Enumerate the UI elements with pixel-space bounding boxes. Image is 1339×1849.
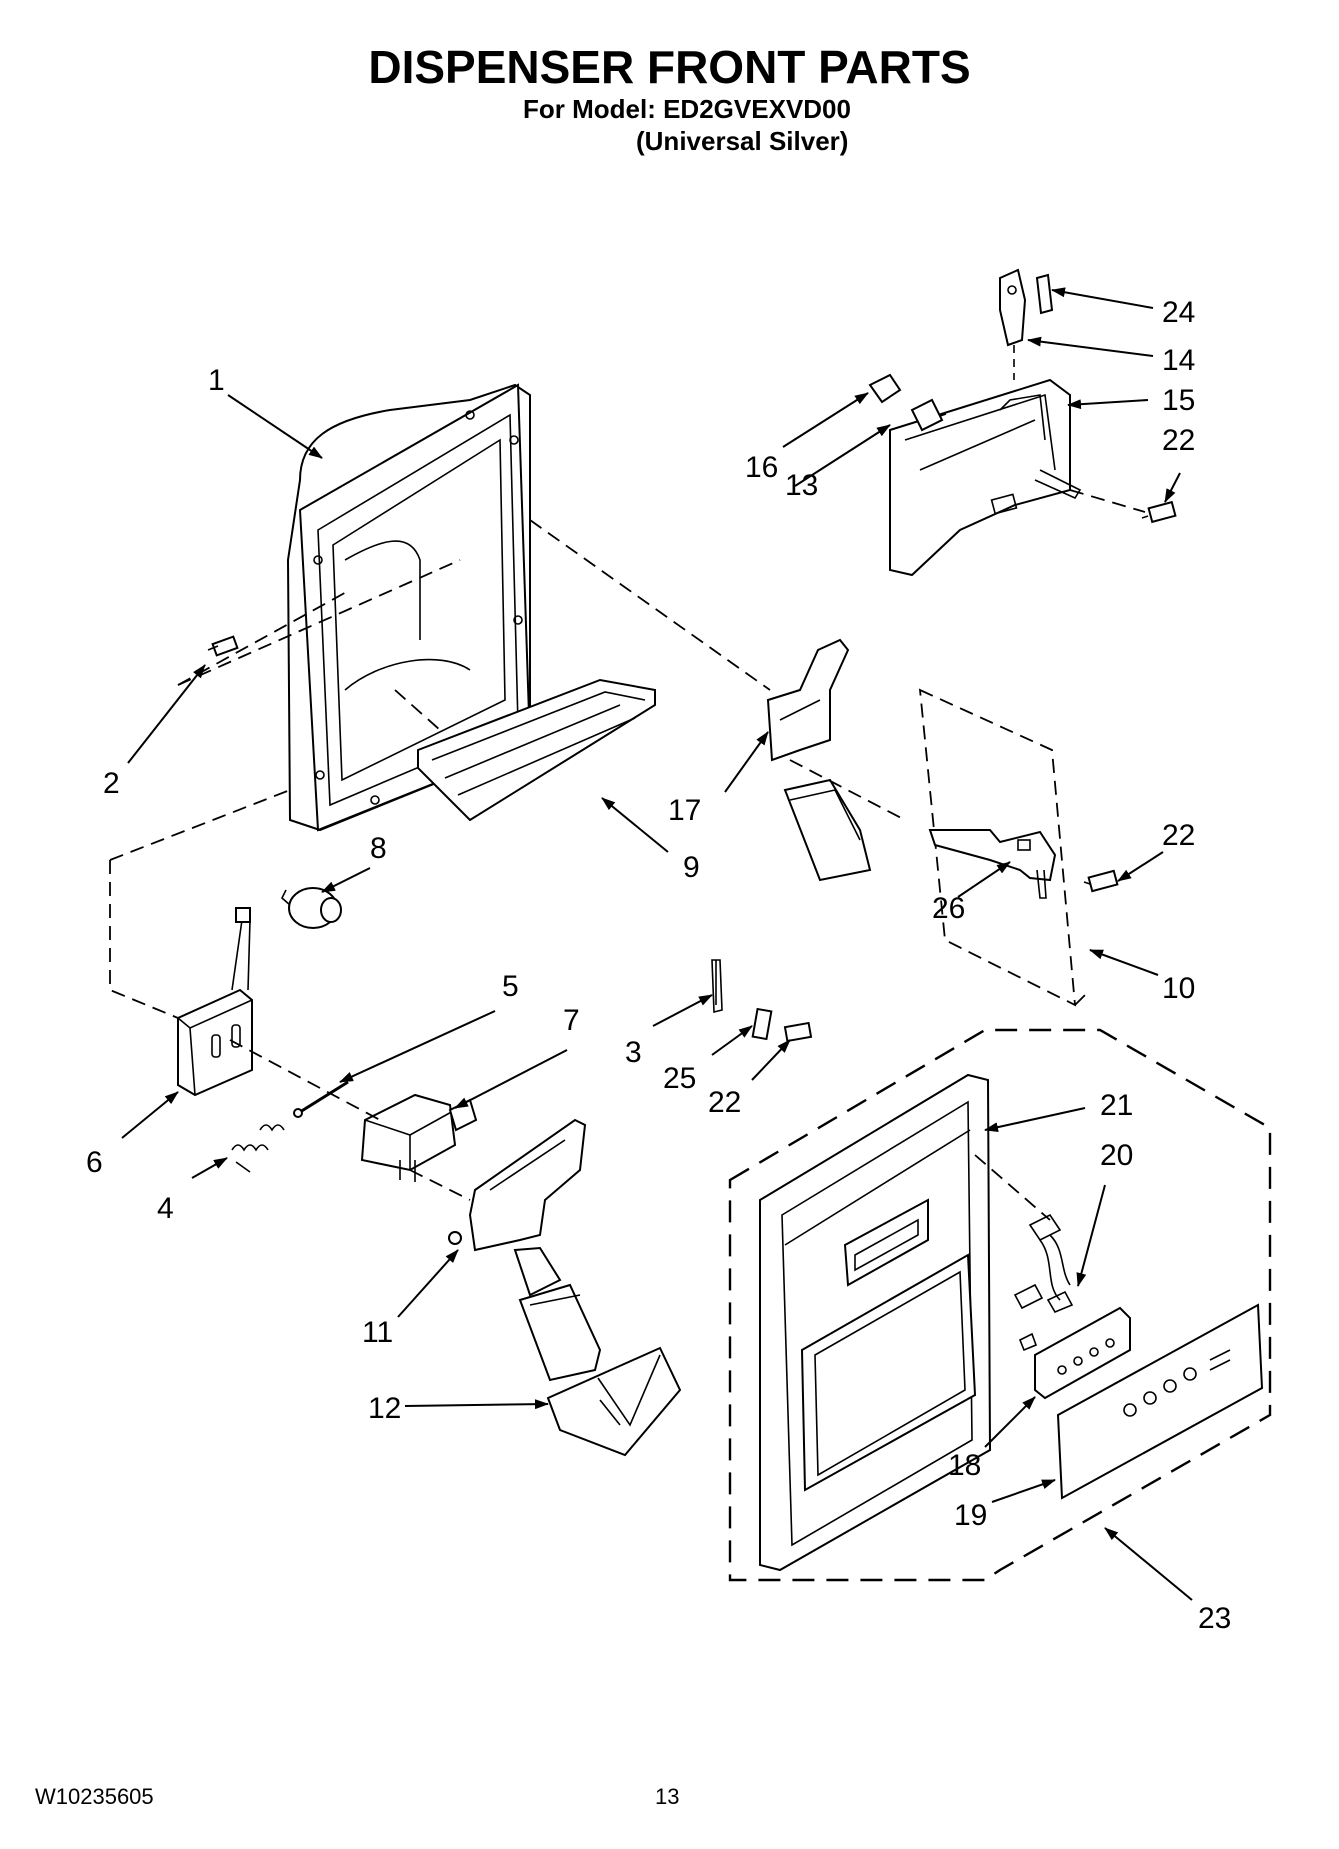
diagram-title: DISPENSER FRONT PARTS <box>368 41 971 93</box>
model-number: For Model: ED2GVEXVD00 <box>523 94 851 124</box>
document-code: W10235605 <box>35 1784 154 1809</box>
part-water-lever <box>766 638 872 882</box>
callout-20: 20 <box>1100 1139 1133 1172</box>
callout-17: 17 <box>668 794 701 827</box>
part-control-board <box>1018 1306 1131 1400</box>
callout-numbers: 1 2 3 4 5 6 7 8 9 10 11 12 13 14 15 16 1… <box>86 296 1231 1635</box>
part-small-switch <box>711 959 813 1043</box>
callout-5: 5 <box>502 970 519 1003</box>
part-socket-13 <box>910 398 947 432</box>
part-dispenser-front-panel <box>728 1028 1272 1582</box>
callout-9: 9 <box>683 851 700 884</box>
callout-21: 21 <box>1100 1089 1133 1122</box>
part-control-overlay <box>1056 1303 1264 1500</box>
part-upper-housing <box>889 378 1082 577</box>
callout-24: 24 <box>1162 296 1195 329</box>
callout-16: 16 <box>745 451 778 484</box>
callout-6: 6 <box>86 1146 103 1179</box>
part-screw-2 <box>207 635 239 657</box>
finish-label: (Universal Silver) <box>636 126 849 156</box>
part-ice-arm <box>448 1118 602 1382</box>
callout-14: 14 <box>1162 344 1195 377</box>
part-bracket-14 <box>999 268 1027 380</box>
part-drip-tray <box>417 678 656 822</box>
part-pin <box>293 1080 349 1118</box>
callout-26: 26 <box>932 892 965 925</box>
part-screw-22-top <box>1141 500 1177 524</box>
callout-3: 3 <box>625 1036 642 1069</box>
part-motor <box>281 887 342 929</box>
part-switch-bracket <box>918 688 1077 1007</box>
callout-12: 12 <box>368 1392 401 1425</box>
callout-19: 19 <box>954 1499 987 1532</box>
callout-11: 11 <box>362 1316 393 1349</box>
callout-4: 4 <box>157 1192 174 1225</box>
part-plate-24 <box>1035 273 1054 315</box>
leader-arrows <box>121 287 1193 1601</box>
part-wire-harness <box>1013 1213 1074 1314</box>
assembly-lines <box>109 489 1146 1221</box>
callout-22-top: 22 <box>1162 424 1195 457</box>
callout-2: 2 <box>103 767 120 800</box>
part-screw-22-mid <box>1083 869 1119 893</box>
part-springs <box>231 1124 285 1173</box>
callout-22-lower: 22 <box>708 1086 741 1119</box>
callout-23: 23 <box>1198 1602 1231 1635</box>
callout-22-mid: 22 <box>1162 819 1195 852</box>
part-ice-chute <box>546 1346 682 1457</box>
callout-8: 8 <box>370 832 387 865</box>
callout-25: 25 <box>663 1062 696 1095</box>
callout-13: 13 <box>785 469 818 502</box>
callout-1: 1 <box>208 364 225 397</box>
callout-10: 10 <box>1162 972 1195 1005</box>
callout-18: 18 <box>948 1449 981 1482</box>
part-dispenser-housing <box>286 383 532 832</box>
page-number: 13 <box>655 1784 680 1809</box>
part-switch-module <box>177 907 253 1097</box>
callout-7: 7 <box>563 1004 580 1037</box>
part-lamp-16 <box>868 373 902 404</box>
callout-15: 15 <box>1162 384 1195 417</box>
part-actuator <box>360 1093 478 1182</box>
